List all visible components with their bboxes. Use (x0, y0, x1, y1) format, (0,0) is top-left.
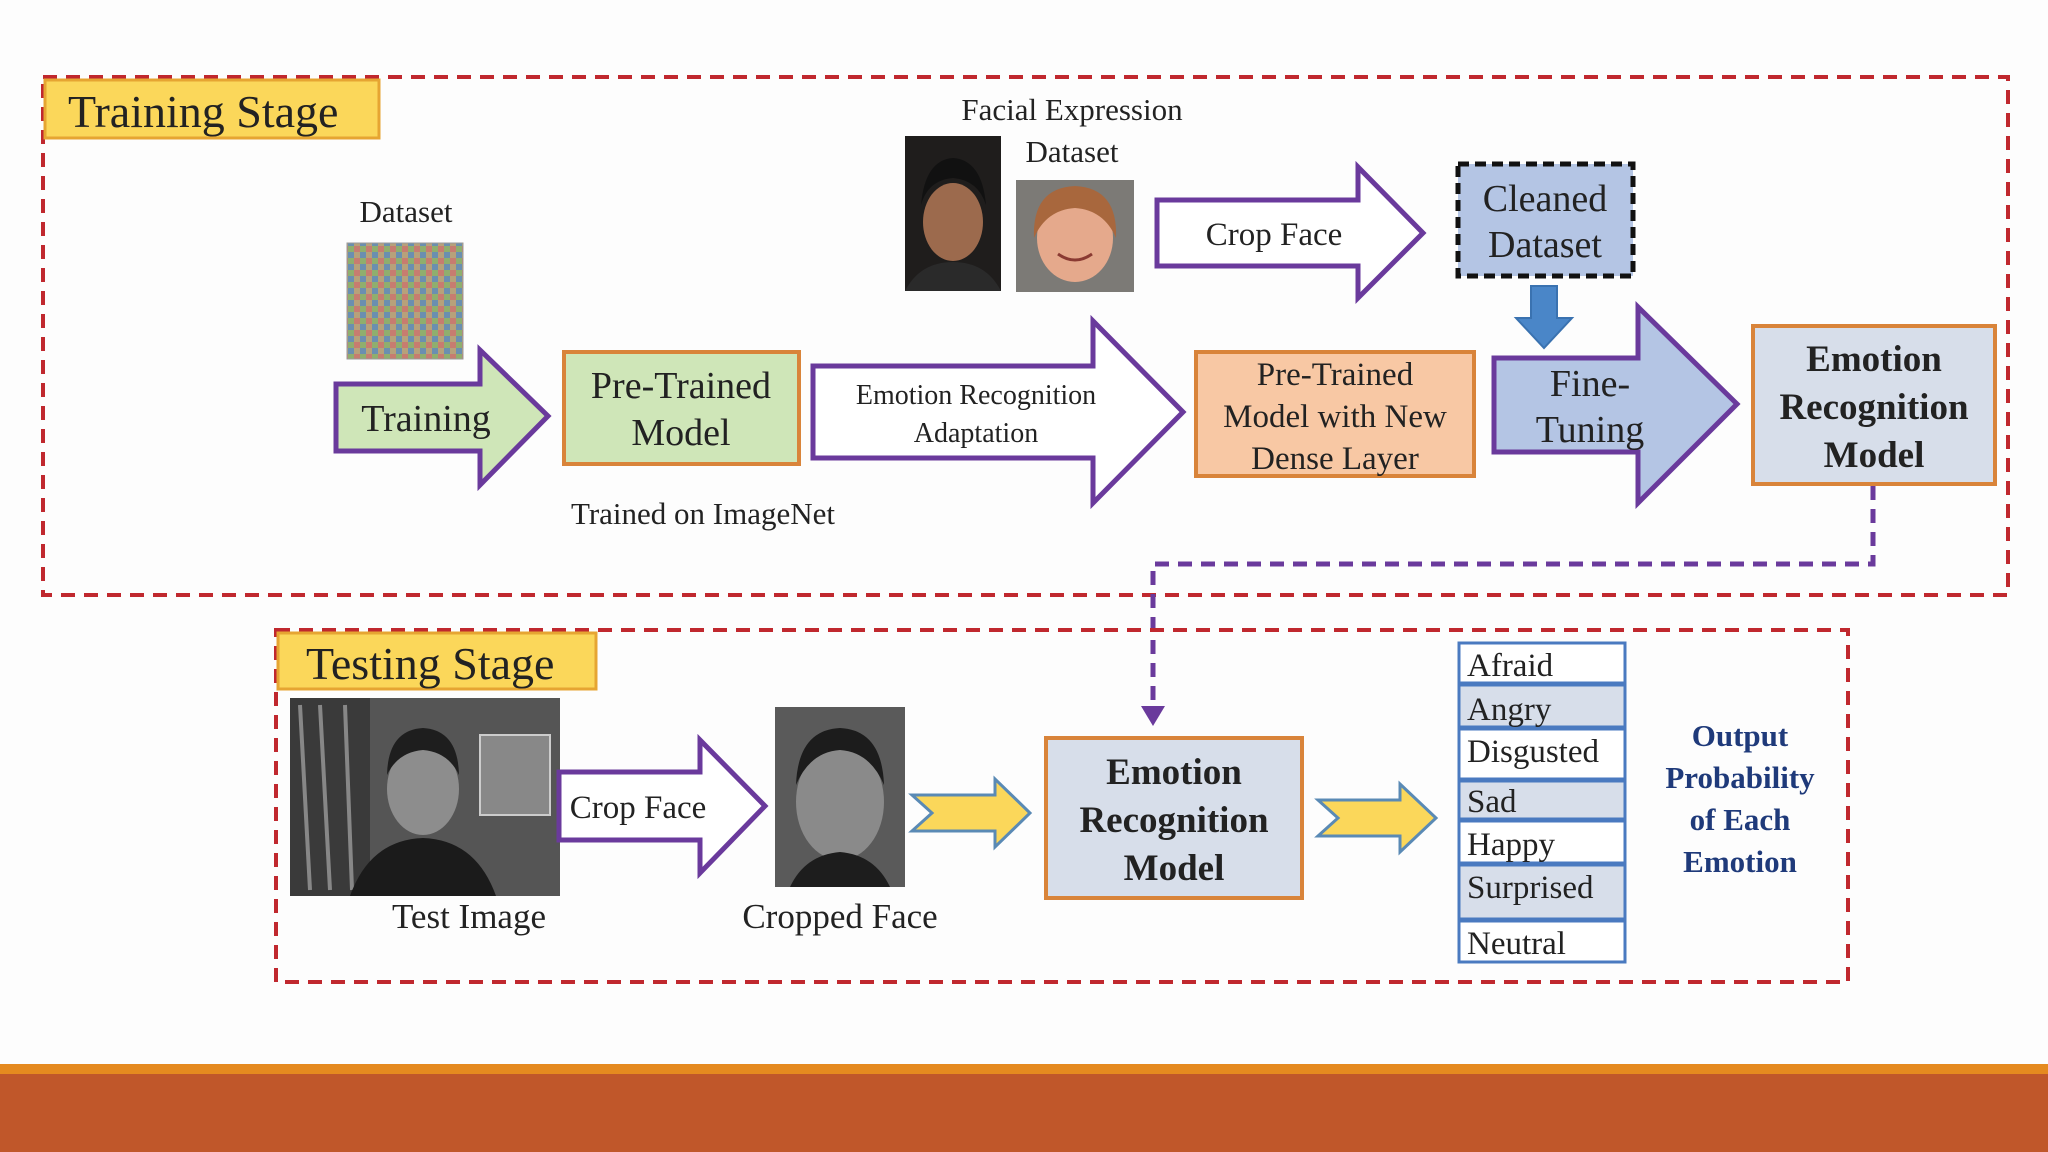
dataset-mosaic-image (346, 242, 464, 360)
emotion-happy: Happy (1467, 827, 1555, 863)
crop-face-label-testing: Crop Face (570, 790, 707, 826)
pretrained-model-line1: Pre-Trained (591, 365, 771, 407)
facial-dataset-line2: Dataset (1026, 134, 1119, 169)
footer-accent-line (0, 1064, 2048, 1074)
adaptation-arrow (810, 314, 1187, 510)
cleaned-dataset-line2: Dataset (1488, 224, 1602, 266)
test-image-caption: Test Image (392, 897, 546, 936)
emotion-model-testing-line1: Emotion (1106, 752, 1242, 793)
emotion-disgusted: Disgusted (1467, 734, 1600, 770)
fine-tuning-arrow (1491, 301, 1741, 510)
output-label-line1: Output (1692, 718, 1789, 753)
output-label-line4: Emotion (1683, 844, 1797, 879)
cleaned-dataset-line1: Cleaned (1483, 178, 1608, 220)
cropped-face-photo (775, 707, 905, 887)
emotion-neutral: Neutral (1467, 926, 1566, 962)
emotion-surprised: Surprised (1467, 870, 1594, 906)
cropped-face-caption: Cropped Face (742, 897, 937, 936)
adaptation-line2: Adaptation (914, 418, 1038, 449)
training-arrow-label: Training (361, 398, 491, 440)
cleaned-dataset-box (1455, 161, 1636, 279)
down-arrow-blue (1513, 285, 1575, 350)
emotion-model-testing-line2: Recognition (1079, 800, 1269, 841)
model-transfer-arrowhead (1141, 706, 1165, 726)
emotion-model-training-line2: Recognition (1779, 387, 1969, 428)
footer-band (0, 1074, 2048, 1152)
new-dense-line1: Pre-Trained (1257, 357, 1414, 393)
emotion-list (1457, 641, 1627, 964)
test-image-photo (290, 698, 560, 896)
crop-face-arrow-training (1154, 160, 1427, 305)
emotion-afraid: Afraid (1467, 648, 1554, 684)
emotion-sad: Sad (1467, 784, 1517, 820)
new-dense-line2: Model with New (1223, 399, 1447, 435)
model-transfer-connector (1150, 486, 1876, 712)
adaptation-line1: Emotion Recognition (856, 380, 1096, 411)
training-stage-label: Training Stage (68, 86, 338, 137)
pretrained-model-box (562, 350, 801, 466)
output-label-line2: Probability (1665, 760, 1815, 795)
emotion-model-box-training (1751, 324, 1997, 486)
yellow-arrow-1 (908, 775, 1033, 851)
output-label-line3: of Each (1690, 802, 1791, 837)
imagenet-caption: Trained on ImageNet (571, 496, 835, 531)
emotion-model-testing-line3: Model (1124, 848, 1225, 889)
training-stage-tag (43, 78, 381, 140)
facial-dataset-line1: Facial Expression (961, 92, 1183, 127)
emotion-model-training-line3: Model (1824, 435, 1925, 476)
pretrained-model-line2: Model (631, 412, 730, 454)
new-dense-line3: Dense Layer (1251, 441, 1419, 477)
training-arrow (333, 344, 552, 492)
fine-tuning-line1: Fine- (1550, 363, 1630, 405)
dataset-label: Dataset (360, 194, 453, 229)
testing-stage-label: Testing Stage (306, 638, 554, 689)
new-dense-layer-box (1194, 350, 1476, 478)
testing-stage-frame (274, 628, 1850, 984)
emotion-model-training-line1: Emotion (1806, 339, 1942, 380)
testing-stage-tag (276, 631, 598, 691)
face-photo-female (1016, 180, 1134, 292)
emotion-model-box-testing (1044, 736, 1304, 900)
emotion-angry: Angry (1467, 692, 1552, 728)
fine-tuning-line2: Tuning (1536, 409, 1644, 451)
crop-face-label-training: Crop Face (1206, 217, 1343, 253)
yellow-arrow-2 (1314, 780, 1439, 856)
crop-face-arrow-testing (556, 733, 769, 880)
face-photo-male (905, 136, 1001, 291)
